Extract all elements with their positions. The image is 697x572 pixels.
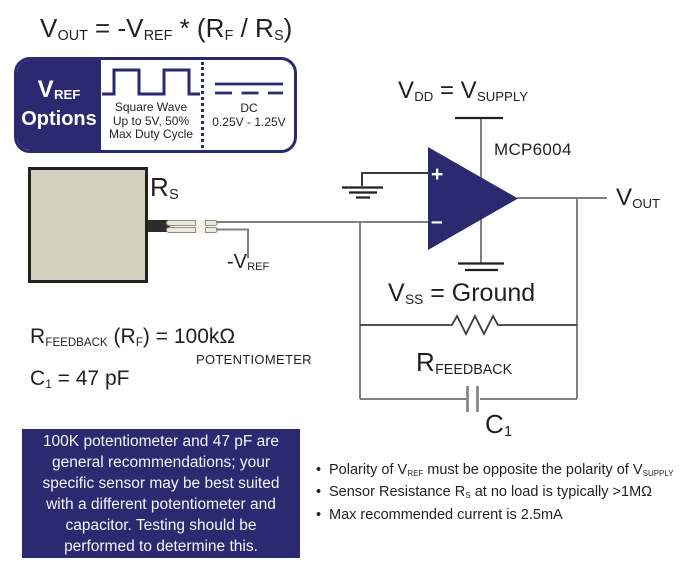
bullet-text: Polarity of VREF must be opposite the po… bbox=[329, 462, 674, 478]
opamp-minus-input: – bbox=[431, 210, 443, 233]
square-wave-description: Square Wave Up to 5V, 50% Max Duty Cycle bbox=[108, 100, 194, 142]
potentiometer-spec: POTENTIOMETER bbox=[196, 352, 312, 367]
opamp-plus-input: + bbox=[431, 163, 443, 186]
vref-options-title-panel: VREF Options bbox=[17, 60, 101, 150]
bullet-icon: • bbox=[316, 484, 322, 501]
c1-spec: C1 = 47 pF bbox=[30, 367, 130, 391]
recommendation-note-box: 100K potentiometer and 47 pF are general… bbox=[22, 429, 300, 558]
bullet-icon: • bbox=[316, 506, 322, 523]
pin-crimp-band bbox=[195, 219, 206, 226]
dc-icon bbox=[215, 82, 283, 95]
vdd-supply-label: VDD = VSUPPLY bbox=[398, 77, 528, 104]
sensor-resistance-label: RS bbox=[150, 172, 179, 204]
dc-option: DC 0.25V - 1.25V bbox=[204, 60, 294, 150]
bullet-text: Sensor Resistance RS at no load is typic… bbox=[329, 484, 652, 501]
vout-label: VOUT bbox=[616, 184, 661, 211]
neg-vref-label: -VREF bbox=[227, 251, 270, 274]
ground-symbol-left bbox=[342, 186, 383, 199]
list-item: • Sensor Resistance RS at no load is typ… bbox=[316, 483, 674, 505]
rfeedback-label: RFEEDBACK bbox=[416, 347, 513, 379]
fsr-sensor-pad bbox=[28, 167, 148, 283]
capacitor-symbol bbox=[466, 386, 479, 412]
options-subtitle: Options bbox=[21, 108, 97, 131]
c1-label: C1 bbox=[485, 409, 513, 441]
recommendation-note-text: 100K potentiometer and 47 pF are general… bbox=[42, 432, 280, 555]
opamp-part-number: MCP6004 bbox=[494, 140, 572, 159]
options-divider bbox=[201, 62, 204, 148]
square-wave-icon bbox=[102, 68, 200, 96]
opamp-triangle bbox=[428, 147, 518, 250]
ground-symbol-bottom bbox=[458, 262, 504, 272]
vss-ground-label: VSS = Ground bbox=[388, 279, 536, 308]
resistor-symbol bbox=[360, 313, 577, 337]
pin-crimp-band bbox=[195, 227, 206, 233]
rfeedback-spec: RFEEDBACK (RF) = 100kΩ bbox=[30, 325, 236, 349]
output-formula: VOUT = -VREF * (RF / RS) bbox=[40, 13, 293, 45]
vref-title: VREF bbox=[37, 75, 81, 103]
list-item: • Max recommended current is 2.5mA bbox=[316, 506, 674, 526]
square-wave-option: Square Wave Up to 5V, 50% Max Duty Cycle bbox=[101, 60, 201, 150]
wires bbox=[216, 118, 607, 400]
bullet-text: Max recommended current is 2.5mA bbox=[329, 506, 563, 523]
sensor-connector bbox=[148, 220, 170, 232]
dc-description: DC 0.25V - 1.25V bbox=[212, 101, 286, 129]
vref-options-box: VREF Options Square Wave Up to 5V, 50% M… bbox=[14, 57, 297, 153]
list-item: • Polarity of VREF must be opposite the … bbox=[316, 461, 674, 483]
wire-noninverting-to-ground bbox=[361, 172, 428, 186]
notes-list: • Polarity of VREF must be opposite the … bbox=[316, 461, 674, 525]
wire-to-neg-vref bbox=[216, 228, 249, 258]
bullet-icon: • bbox=[316, 462, 322, 478]
